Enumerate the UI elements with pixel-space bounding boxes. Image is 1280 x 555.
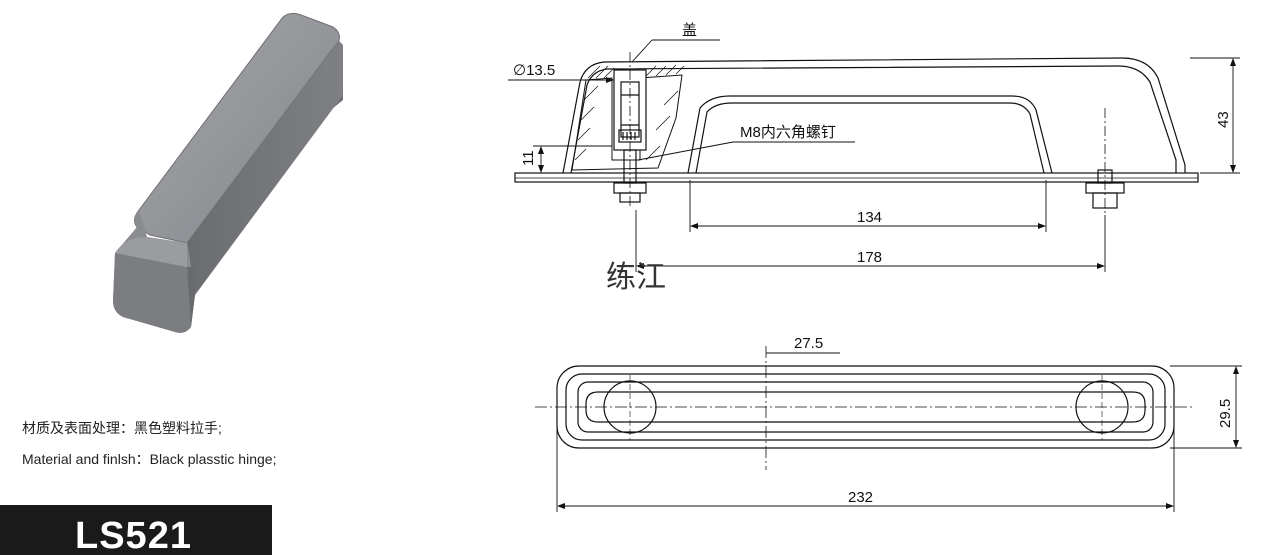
dim-232: 232	[848, 489, 873, 506]
material-description-en: Material and finlsh：Black plasstic hinge…	[22, 451, 277, 467]
dim-27-5: 27.5	[794, 335, 823, 352]
watermark: 练江	[606, 260, 666, 295]
side-view-outline	[514, 52, 1199, 215]
diameter-label: ∅13.5	[513, 62, 555, 79]
handle-product-image	[113, 12, 343, 333]
material-description-cn: 材质及表面处理：黑色塑料拉手;	[22, 420, 222, 436]
dim-178: 178	[857, 249, 882, 266]
cap-label: 盖	[682, 22, 697, 39]
top-view-outline	[535, 346, 1195, 470]
side-view-arrows	[538, 58, 1236, 269]
model-number: LS521	[75, 515, 192, 555]
top-view-arrows	[557, 366, 1239, 509]
dim-11: 11	[520, 150, 537, 166]
hatching	[574, 64, 685, 161]
dim-43: 43	[1215, 111, 1232, 128]
dim-134: 134	[857, 209, 882, 226]
top-view-dimensions	[556, 352, 1242, 512]
side-view-dimensions	[508, 39, 1240, 272]
screw-label: M8内六角螺钉	[740, 124, 836, 141]
model-badge: LS521	[0, 505, 272, 555]
dim-29-5: 29.5	[1217, 399, 1234, 428]
